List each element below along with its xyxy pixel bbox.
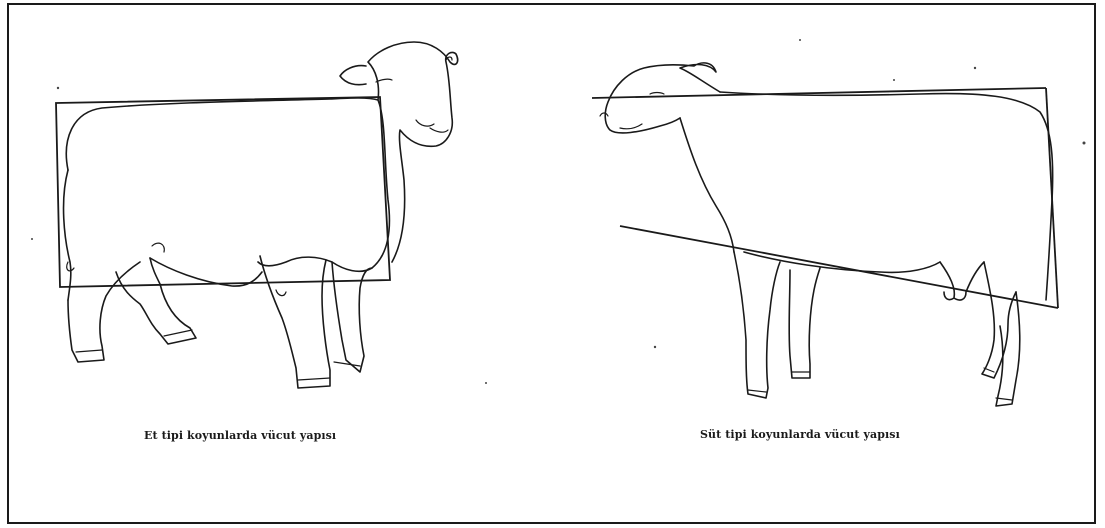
dairy-type-guide-bottom-line [620, 226, 1058, 308]
dairy-type-udder [940, 262, 984, 300]
dairy-type-caption: Süt tipi koyunlarda vücut yapısı [700, 428, 900, 441]
meat-type-caption: Et tipi koyunlarda vücut yapısı [144, 429, 336, 442]
meat-type-body-outline [66, 98, 389, 271]
dairy-type-hind-leg [982, 262, 1016, 378]
dairy-type-body-outline [720, 92, 1053, 300]
meat-type-front-leg [260, 256, 330, 388]
meat-type-guide-rectangle [56, 97, 390, 287]
dairy-type-sheep [592, 63, 1058, 406]
meat-type-hind-leg [68, 262, 140, 362]
dairy-type-front-leg [734, 252, 780, 398]
meat-type-sheep [56, 42, 458, 388]
meat-type-head [368, 42, 458, 262]
